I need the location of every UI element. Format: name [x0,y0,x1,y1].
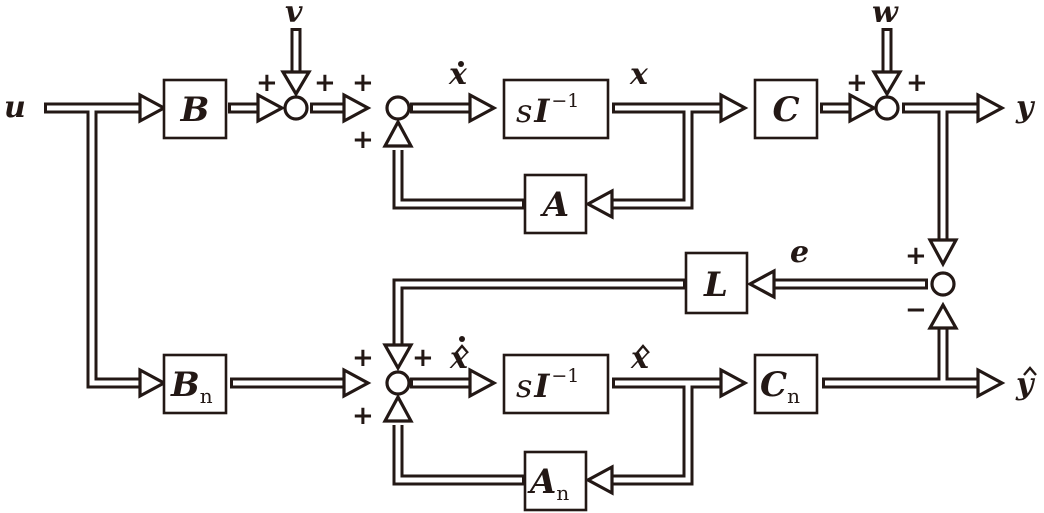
sign-sum-v-top: + [314,68,336,98]
arrow-v-into-sum [280,70,312,98]
arrow-y-into-sum-e [927,238,959,268]
sum-junction-x [385,95,411,121]
block-A: A [523,173,588,235]
sign-sum-xh-bottom: + [352,401,374,431]
signal-xhatdot-letter: x [449,341,469,376]
signal-xdot-label: x [448,57,468,92]
sum-junction-xhat [385,370,411,396]
hat-accent-mark [1023,366,1037,376]
block-Cn-label: Cn [760,365,800,408]
signal-x-label: x [629,57,649,92]
signal-xhat-label: x [630,341,650,376]
signal-xhatdot-label: x [449,336,469,376]
signal-y-label: y [1015,90,1036,125]
sign-sum-xh-left: + [352,343,374,373]
block-Bn-label: Bn [170,365,213,408]
arrow-to-yhat [976,367,1006,399]
arrow-into-An [584,464,614,496]
sum-junction-v [283,95,309,121]
arrow-into-B [138,92,168,124]
arrow-L-into-sum-xh [382,343,414,372]
signal-xhat-letter: x [630,341,650,376]
arrow-into-sum-v [256,92,286,124]
arrow-into-C [719,92,749,124]
signal-yhat-letter: y [1015,367,1036,402]
block-L: L [684,251,749,315]
block-integrator: sI−1 [502,78,610,140]
block-Bn: Bn [162,353,228,415]
block-An-label: An [527,462,569,505]
signal-w-label: w [872,0,899,30]
sign-sum-w-left: + [846,68,868,98]
integrator-n-label: sI−1 [516,365,579,405]
arrow-into-integrator [468,92,498,124]
arrow-w-into-sum [871,70,903,98]
signal-e-label: e [790,235,809,270]
integrator-label: sI−1 [516,90,579,130]
block-C-label: C [772,90,799,130]
block-A-label: A [540,185,569,225]
arrow-An-into-sum-xh [382,393,414,423]
signal-yhat-label: y [1015,366,1037,402]
arrow-into-sum-x [342,92,372,124]
block-B: B [162,78,228,140]
sign-sum-x-left: + [352,68,374,98]
arrow-into-sum-xh [342,367,372,399]
arrow-heads [138,70,1006,496]
block-L-label: L [703,265,728,305]
signal-xdot-letter: x [448,57,468,92]
arrow-into-sum-w [848,92,878,124]
sign-sum-x-bottom: + [352,125,374,155]
sign-sum-xh-top: + [412,343,434,373]
signal-v-label: v [285,0,303,30]
arrow-into-L [746,268,776,300]
block-Cn: Cn [753,353,819,415]
sign-sum-e-top: + [905,241,927,271]
sum-junction-w [874,95,900,121]
dot-accent-mark [458,61,464,67]
sign-sum-w-top: + [906,68,928,98]
dot-accent-mark [459,336,465,342]
sign-sum-e-bottom: − [905,295,927,325]
arrow-into-Bn [138,367,168,399]
arrow-into-integrator-n [468,367,498,399]
block-An: An [523,450,588,512]
arrow-to-y [976,92,1006,124]
arrow-yhat-into-sum-e [927,301,959,330]
arrow-into-Cn [719,367,749,399]
arrow-A-into-sum-x [382,118,414,148]
arrow-into-A [584,188,614,220]
hat-accent-mark [455,344,469,354]
signal-u-label: u [4,90,26,125]
sign-sum-v-left: + [256,68,278,98]
block-B-label: B [180,90,210,130]
hat-accent-mark [636,344,650,354]
block-integrator-n: sI−1 [502,353,610,415]
block-C: C [753,78,819,140]
sum-junction-e [930,271,956,297]
